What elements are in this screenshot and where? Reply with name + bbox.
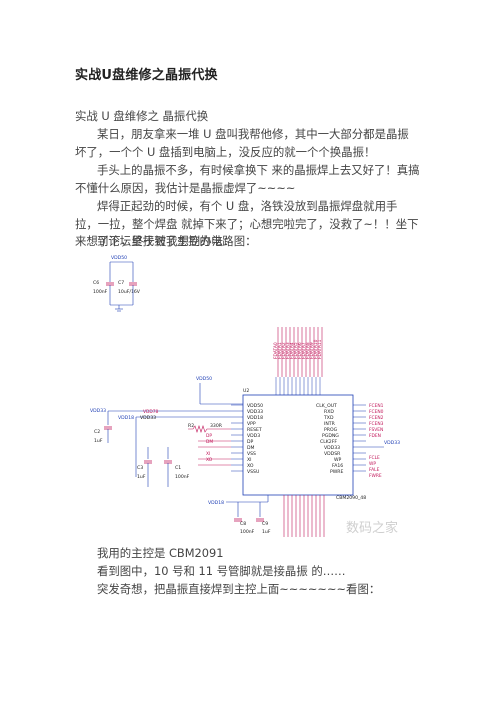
svg-text:C3: C3 bbox=[137, 465, 143, 471]
svg-text:FCEN3: FCEN3 bbox=[369, 421, 384, 427]
svg-text:FDATA7: FDATA7 bbox=[301, 342, 307, 359]
svg-text:TXD: TXD bbox=[323, 415, 334, 421]
chip-ref: U2 bbox=[243, 388, 249, 394]
svg-text:R2: R2 bbox=[188, 423, 194, 429]
svg-text:DM: DM bbox=[247, 445, 255, 451]
svg-text:FDATA9: FDATA9 bbox=[309, 342, 315, 359]
svg-text:PWRE: PWRE bbox=[330, 469, 344, 475]
svg-text:FDATA6: FDATA6 bbox=[297, 342, 303, 359]
net-label-vdd33-right: VDD33 bbox=[384, 440, 400, 446]
paragraph-4: 焊得正起劲的时候，有个 U 盘，洛铁没放到晶振焊盘就用手拉，一拉，整个焊盘 就掉… bbox=[75, 199, 419, 249]
svg-text:100nF: 100nF bbox=[175, 474, 190, 480]
svg-text:FDATA3: FDATA3 bbox=[285, 342, 291, 359]
paragraph-3: 手头上的晶振不多，有时候拿换下 来的晶振焊上去又好了！真搞不懂什么原因，我估计是… bbox=[75, 163, 420, 195]
svg-text:RESET: RESET bbox=[247, 427, 262, 433]
svg-text:FDATA1: FDATA1 bbox=[277, 342, 283, 359]
svg-text:VDD33: VDD33 bbox=[247, 409, 263, 415]
circuit-schematic: VDD50 C6 100nF C7 10uF/16V bbox=[88, 247, 408, 537]
paragraph-7: 看到图中，10 号和 11 号管脚就是接晶振 的…… bbox=[97, 564, 346, 578]
svg-text:VSSU: VSSU bbox=[247, 469, 259, 475]
svg-text:VDDSR: VDDSR bbox=[324, 451, 341, 457]
svg-text:FCEN0: FCEN0 bbox=[369, 409, 384, 415]
article-title: 实战U盘维修之晶振代换 bbox=[75, 68, 218, 83]
svg-text:FDEN: FDEN bbox=[369, 433, 381, 439]
svg-text:FDATA10: FDATA10 bbox=[313, 339, 319, 359]
svg-text:FDATA8: FDATA8 bbox=[305, 342, 311, 359]
svg-text:C9: C9 bbox=[262, 521, 268, 527]
watermark-text: 数码之家 bbox=[346, 520, 398, 536]
svg-text:VDD33: VDD33 bbox=[324, 445, 340, 451]
svg-text:WP: WP bbox=[334, 457, 342, 463]
svg-text:VSS: VSS bbox=[247, 451, 256, 457]
cap-c6-value: 100nF bbox=[93, 289, 108, 295]
svg-text:XI: XI bbox=[247, 457, 252, 463]
svg-text:FSVEN: FSVEN bbox=[369, 427, 383, 433]
paragraph-6: 我用的主控是 CBM2091 bbox=[97, 546, 224, 560]
paragraph-2: 某日，朋友拿来一堆 U 盘叫我帮他修，其中一大部分都是晶振坏了，一个个 U 盘插… bbox=[75, 127, 409, 159]
chip-body bbox=[242, 394, 354, 496]
svg-text:VDD3: VDD3 bbox=[247, 433, 260, 439]
paragraph-5: 到论坛里找到了主控的电路图： bbox=[97, 234, 257, 248]
svg-text:PROG: PROG bbox=[324, 427, 338, 433]
svg-text:VDD18: VDD18 bbox=[208, 500, 224, 506]
net-label-vdd50: VDD50 bbox=[111, 255, 127, 261]
cap-c7-label: C7 bbox=[118, 280, 124, 286]
svg-text:DP: DP bbox=[247, 439, 254, 445]
svg-text:FCLE: FCLE bbox=[369, 455, 380, 461]
svg-text:INTR: INTR bbox=[324, 421, 336, 427]
svg-text:FALE: FALE bbox=[369, 467, 380, 473]
svg-text:FCEN1: FCEN1 bbox=[369, 403, 384, 409]
net-label-vdd50-b: VDD50 bbox=[196, 376, 212, 382]
svg-text:XO: XO bbox=[206, 457, 213, 463]
paragraph-1: 实战 U 盘维修之 晶振代换 bbox=[75, 109, 209, 123]
cap-c7-value: 10uF/16V bbox=[118, 289, 141, 295]
paragraph-8: 突发奇想，把晶振直接焊到主控上面~~~~~~~看图： bbox=[97, 582, 381, 596]
svg-text:XI: XI bbox=[206, 451, 210, 457]
svg-text:DP: DP bbox=[206, 433, 212, 439]
svg-text:VDD18: VDD18 bbox=[247, 415, 263, 421]
svg-text:1uF: 1uF bbox=[94, 438, 103, 444]
svg-text:CLK2FF: CLK2FF bbox=[320, 439, 337, 445]
svg-text:FDATA5: FDATA5 bbox=[293, 342, 299, 359]
svg-text:VDD78: VDD78 bbox=[143, 409, 159, 415]
svg-text:1uF: 1uF bbox=[137, 474, 146, 480]
svg-text:RXD: RXD bbox=[324, 409, 334, 415]
svg-text:DM: DM bbox=[206, 439, 213, 445]
svg-text:VDD50: VDD50 bbox=[247, 403, 263, 409]
svg-text:FDATA2: FDATA2 bbox=[281, 342, 287, 359]
svg-text:FDATA11: FDATA11 bbox=[317, 339, 323, 359]
svg-text:FA16: FA16 bbox=[332, 463, 343, 469]
chip-part: CBM2090_48 bbox=[336, 495, 366, 501]
svg-text:WP: WP bbox=[369, 461, 376, 467]
svg-text:FWRE: FWRE bbox=[369, 473, 382, 479]
svg-text:C2: C2 bbox=[94, 429, 100, 435]
svg-text:C8: C8 bbox=[240, 521, 246, 527]
net-label-vdd33-left: VDD33 bbox=[90, 408, 106, 414]
svg-text:FCEN2: FCEN2 bbox=[369, 415, 384, 421]
cap-c6-label: C6 bbox=[93, 280, 99, 286]
svg-text:1uF: 1uF bbox=[262, 529, 271, 535]
svg-text:PGDNG: PGDNG bbox=[322, 433, 339, 439]
svg-text:100nF: 100nF bbox=[240, 529, 255, 535]
svg-text:330R: 330R bbox=[210, 423, 223, 429]
svg-text:VPP: VPP bbox=[247, 421, 256, 427]
svg-text:VDD18: VDD18 bbox=[118, 415, 134, 421]
svg-text:VDD33: VDD33 bbox=[140, 415, 156, 421]
svg-text:C1: C1 bbox=[175, 465, 181, 471]
svg-text:FDATA4: FDATA4 bbox=[289, 342, 295, 359]
svg-text:CLK_OUT: CLK_OUT bbox=[316, 403, 337, 409]
svg-text:FDATA0: FDATA0 bbox=[273, 342, 279, 359]
svg-text:XO: XO bbox=[247, 463, 254, 469]
